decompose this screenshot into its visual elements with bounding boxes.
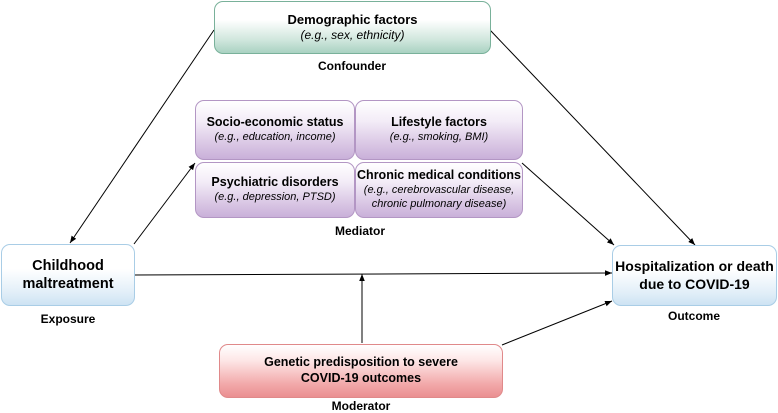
- node-subtitle: (e.g., sex, ethnicity): [300, 28, 405, 43]
- node-title-line1: Genetic predisposition to severe: [264, 355, 458, 370]
- node-subtitle: (e.g., depression, PTSD): [214, 190, 336, 203]
- node-subtitle-line1: (e.g., cerebrovascular disease,: [363, 184, 515, 197]
- node-psychiatric-disorders: Psychiatric disorders (e.g., depression,…: [195, 162, 355, 218]
- node-lifestyle-factors: Lifestyle factors (e.g., smoking, BMI): [355, 100, 523, 160]
- node-childhood-maltreatment: Childhood maltreatment: [1, 244, 135, 306]
- arrow-exposure-to-mediator: [133, 162, 196, 245]
- arrow-mediator-to-outcome: [521, 162, 615, 246]
- label-exposure: Exposure: [40, 312, 96, 326]
- node-title: Lifestyle factors: [391, 115, 487, 130]
- node-title: Chronic medical conditions: [357, 168, 521, 183]
- label-mediator: Mediator: [334, 224, 385, 238]
- node-demographic-factors: Demographic factors (e.g., sex, ethnicit…: [214, 1, 491, 54]
- arrow-exposure-to-outcome: [133, 270, 613, 276]
- arrow-moderator-to-outcome: [501, 300, 613, 346]
- node-title: Psychiatric disorders: [211, 175, 339, 190]
- node-title: Demographic factors: [287, 11, 418, 27]
- node-title-line2: maltreatment: [22, 276, 114, 292]
- node-subtitle: (e.g., education, income): [214, 130, 336, 143]
- node-genetic-predisposition: Genetic predisposition to severe COVID-1…: [219, 344, 503, 398]
- label-outcome: Outcome: [667, 309, 720, 323]
- node-title-line1: Hospitalization or death: [615, 258, 774, 274]
- node-hospitalization-or-death: Hospitalization or death due to COVID-19: [612, 245, 777, 306]
- label-moderator: Moderator: [331, 399, 391, 413]
- label-confounder: Confounder: [318, 59, 386, 73]
- node-chronic-medical-conditions: Chronic medical conditions (e.g., cerebr…: [355, 162, 523, 218]
- node-title-line1: Childhood: [32, 257, 104, 274]
- node-subtitle: (e.g., smoking, BMI): [389, 130, 489, 143]
- arrow-confounder-to-outcome: [489, 29, 696, 246]
- node-subtitle-line2: chronic pulmonary disease): [371, 197, 507, 210]
- node-title-line2: COVID-19 outcomes: [300, 371, 422, 385]
- node-title: Socio-economic status: [206, 115, 344, 130]
- node-title-line2: due to COVID-19: [639, 275, 750, 292]
- arrow-confounder-to-exposure: [69, 29, 215, 244]
- node-socio-economic-status: Socio-economic status (e.g., education, …: [195, 100, 355, 160]
